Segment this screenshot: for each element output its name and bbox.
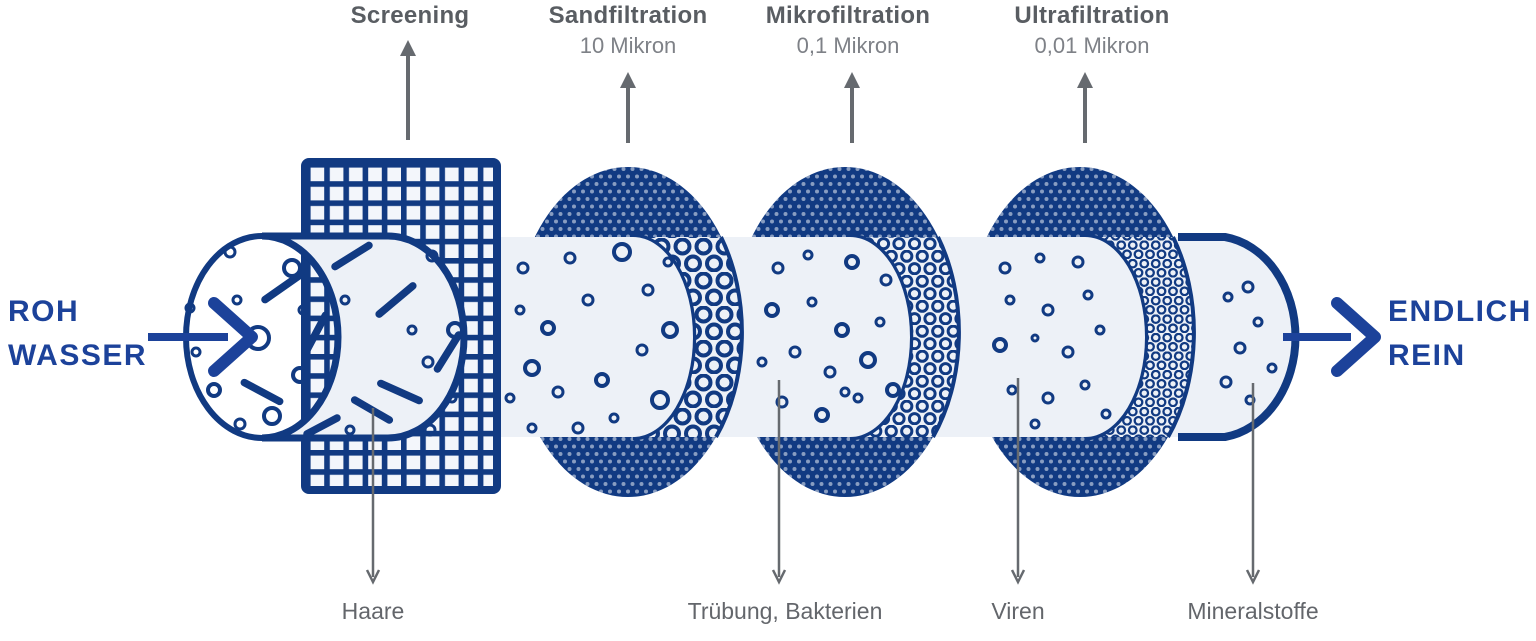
cleanwater-outflow-arrow xyxy=(1283,297,1381,377)
stage-pointer-arrow xyxy=(620,72,636,143)
stage-pointer-arrow xyxy=(844,72,860,143)
stage-sub-sandfiltration: 10 Mikron xyxy=(579,33,677,58)
removed-label-viren: Viren xyxy=(991,598,1045,624)
label-endlichrein-line1: ENDLICH xyxy=(1388,295,1532,328)
stage-label-mikrofiltration: Mikrofiltration xyxy=(765,2,931,29)
removed-label-truebung-bakterien: Trübung, Bakterien xyxy=(687,598,883,624)
rawwater-chamber xyxy=(183,232,468,442)
removed-pointer-line xyxy=(365,408,381,585)
label-rohwasser-line2: WASSER xyxy=(8,339,148,372)
removed-label-haare: Haare xyxy=(341,598,405,624)
stage-sub-mikrofiltration: 0,1 Mikron xyxy=(796,33,900,58)
rawwater-inflow-arrow xyxy=(148,297,258,377)
stage-pointer-arrow xyxy=(400,40,416,140)
removed-pointer-line xyxy=(1010,378,1026,585)
removed-pointer-line xyxy=(771,380,787,585)
removed-pointer-line xyxy=(1245,383,1261,585)
removed-label-mineralstoffe: Mineralstoffe xyxy=(1187,598,1319,624)
stage-label-screening: Screening xyxy=(350,2,470,29)
label-rohwasser-line1: ROH xyxy=(8,295,80,328)
label-endlichrein-line2: REIN xyxy=(1388,339,1466,372)
stage-label-ultrafiltration: Ultrafiltration xyxy=(1014,2,1170,29)
stage-pointer-arrow xyxy=(1077,72,1093,143)
stage-label-sandfiltration: Sandfiltration xyxy=(548,2,708,29)
stage-sub-ultrafiltration: 0,01 Mikron xyxy=(1034,33,1150,58)
